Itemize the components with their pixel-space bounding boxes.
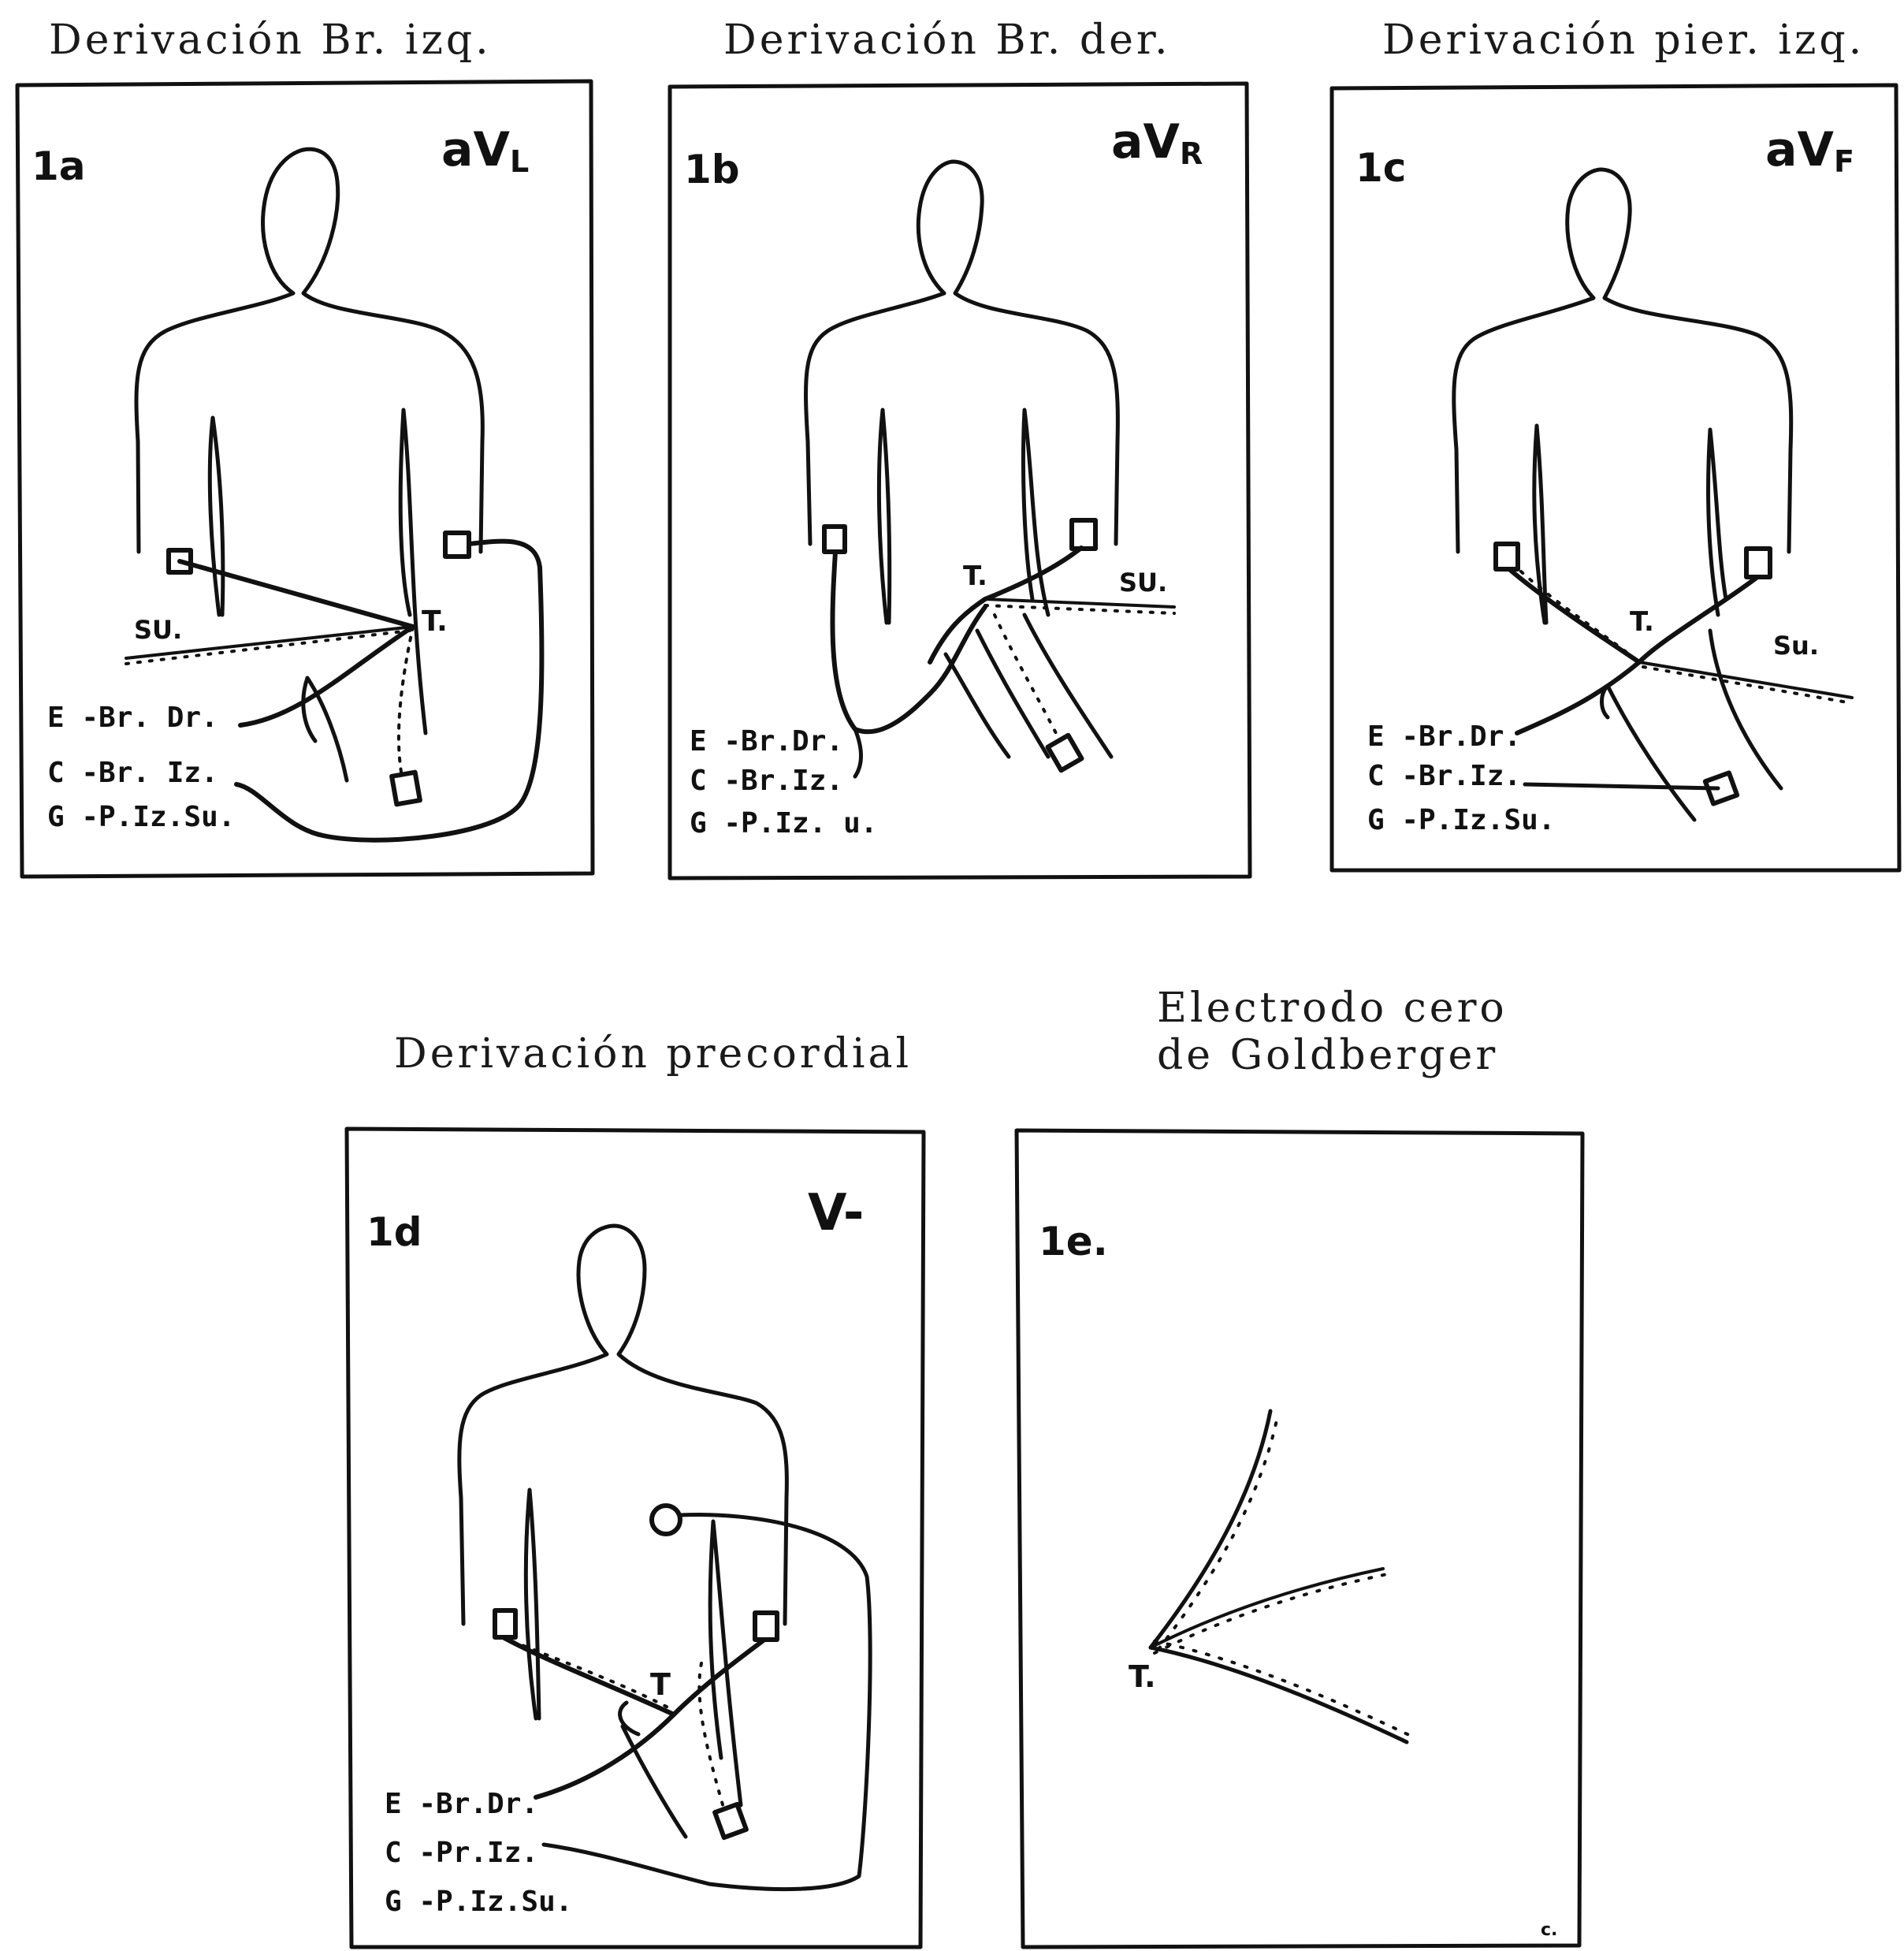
panel-1e-line-bottom (1151, 1648, 1407, 1742)
panel-1b-su: SU. (1119, 568, 1167, 598)
panel-1a-lead-sub: L (510, 144, 529, 179)
panel-1b-legend-e: E -Br.Dr. (690, 725, 843, 758)
panel-1a-id: 1a (32, 143, 86, 189)
panel-1e-corner-mark: c. (1541, 1920, 1557, 1940)
panel-1c-torso (1454, 169, 1791, 552)
panel-1a-torso (136, 149, 482, 552)
panel-1d: 1d V- T E -Br.Dr. C -Pr.Iz. G -P.Iz.Su. (347, 1129, 924, 1947)
panel-1c-id: 1c (1355, 145, 1406, 191)
panel-1b-right-arm (1023, 410, 1048, 615)
panel-1b-id: 1b (684, 147, 740, 192)
panel-1c-wire-left-arm (1639, 577, 1757, 662)
panel-1c-wire-leg (1525, 784, 1718, 788)
panel-1a-lead: aVL (441, 122, 529, 179)
panel-1b-frame (670, 84, 1250, 878)
panel-1b-lead: aVR (1111, 114, 1203, 171)
panel-1a-su: SU. (134, 615, 182, 645)
panel-1a-legend-g: G -P.Iz.Su. (47, 801, 235, 833)
panel-1c-su-line (1639, 662, 1852, 698)
panel-1b: 1b aVR SU. T. E -Br.Dr. C -Br.Iz. G -P.I… (670, 84, 1250, 878)
panel-1b-t: T. (963, 560, 987, 592)
panel-1d-electrode-right-arm (495, 1610, 515, 1637)
panel-1a-t: T. (422, 605, 448, 638)
panel-1b-lead-text: aV (1111, 114, 1180, 169)
panel-1c-electrode-right-arm (1496, 544, 1518, 569)
panel-1c-legend-g: G -P.Iz.Su. (1367, 804, 1555, 836)
panel-1a-legend-e: E -Br. Dr. (47, 702, 218, 734)
panel-1c-right-arm (1709, 430, 1726, 615)
panel-1a-leg-curve (303, 678, 347, 780)
panel-1d-t: T (650, 1667, 671, 1702)
panel-1b-wire-e (832, 552, 985, 732)
panel-1b-torso (806, 162, 1118, 544)
panel-1e-dots-mid (1155, 1574, 1387, 1653)
panel-1b-wire-left-arm (985, 548, 1081, 599)
panel-1d-id: 1d (366, 1209, 422, 1255)
panel-1e: 1e. T. c. (1017, 1130, 1582, 1947)
panel-1b-leg-lines (946, 615, 1111, 757)
panel-1d-electrode-leg (715, 1804, 746, 1837)
panel-1d-wire-left-arm (674, 1640, 764, 1715)
panel-1e-id: 1e. (1039, 1219, 1108, 1264)
panel-1d-legend-c: C -Pr.Iz. (385, 1837, 538, 1869)
panel-1a-electrode-left-leg (392, 773, 420, 805)
panel-1b-legend-g: G -P.Iz. u. (690, 807, 877, 840)
panel-1d-torso (459, 1226, 787, 1624)
panel-1a-right-arm (400, 410, 426, 733)
panel-1a-wire-leg (399, 627, 413, 776)
panel-1c-t: T. (1630, 606, 1654, 638)
panel-1a-left-arm (210, 418, 223, 615)
panel-1d-legend-e: E -Br.Dr. (385, 1788, 538, 1820)
panel-1c: 1c aVF Su. T. E -Br.Dr. C -Br.Iz. G -P.I… (1332, 85, 1899, 870)
panel-1c-su-dots (1643, 667, 1852, 703)
panel-1c-legend-e: E -Br.Dr. (1367, 720, 1521, 753)
panel-1d-legend-g: G -P.Iz.Su. (385, 1886, 572, 1918)
panel-1d-chest-electrode (652, 1506, 680, 1534)
panel-1a-lead-text: aV (441, 122, 510, 177)
panel-1b-electrode-leg (1048, 735, 1082, 770)
panel-1d-wire-chest (544, 1515, 870, 1890)
panel-1b-electrode-left-arm (1072, 520, 1095, 549)
panel-1c-wire-right-arm (1509, 569, 1639, 662)
panel-1b-left-arm (879, 410, 889, 623)
panel-1b-legend-c: C -Br.Iz. (690, 765, 843, 797)
panel-1a: 1a aVL SU. T. E -Br. Dr. C -Br. Iz. G -P… (17, 81, 593, 877)
panel-1c-electrode-left-arm (1746, 549, 1770, 577)
panel-1c-lead-text: aV (1765, 122, 1834, 177)
panel-1c-wire-e (1517, 662, 1639, 733)
panel-1c-su: Su. (1773, 631, 1819, 661)
panel-1a-wire-left-arm (236, 542, 541, 840)
panel-1a-legend-c: C -Br. Iz. (47, 757, 218, 789)
panel-1b-electrode-right-arm (824, 527, 845, 552)
panel-1b-lead-sub: R (1180, 136, 1203, 171)
panel-1c-lead: aVF (1765, 122, 1854, 179)
panel-1d-lead: V- (808, 1184, 864, 1242)
panel-1d-left-arm (526, 1490, 539, 1718)
panel-1b-wire-down (855, 729, 861, 776)
panel-1e-t: T. (1129, 1659, 1156, 1694)
panel-1a-electrode-left-arm (445, 533, 469, 557)
panel-1d-leg-lines (620, 1703, 686, 1837)
panel-1c-leg-lines (1602, 631, 1782, 820)
panel-1c-lead-sub: F (1834, 144, 1854, 179)
panel-1d-electrode-left-arm (755, 1613, 777, 1640)
panel-1b-su-line (985, 599, 1174, 607)
panel-1c-legend-c: C -Br.Iz. (1367, 760, 1521, 792)
panel-1d-frame (347, 1129, 924, 1947)
